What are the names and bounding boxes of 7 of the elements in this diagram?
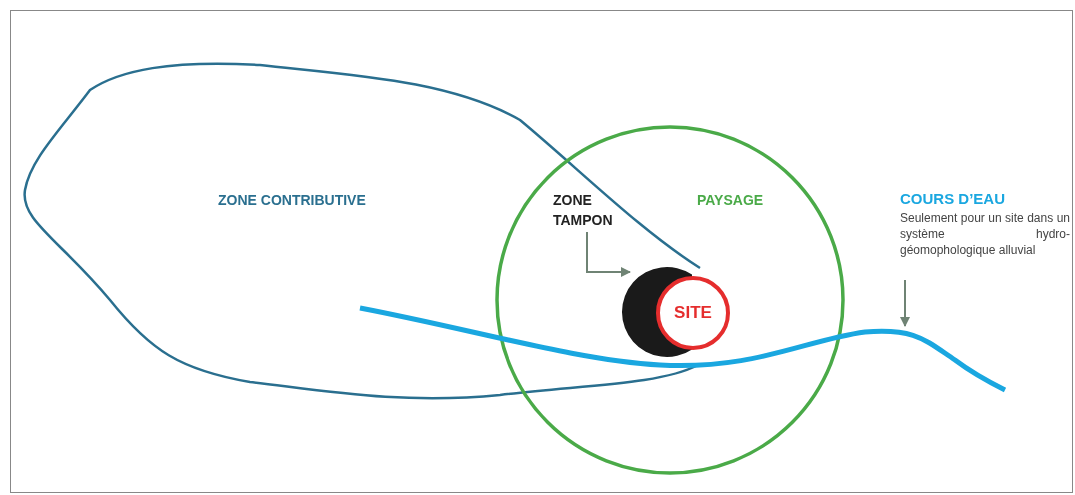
landscape-label: PAYSAGE: [697, 192, 764, 208]
buffer-label: ZONE TAMPON: [553, 190, 633, 230]
leader-arrow: [586, 231, 631, 277]
leader-arrow: [900, 279, 910, 327]
zone-label: ZONE CONTRIBUTIVE: [218, 192, 366, 208]
watercourse-label: COURS D’EAU: [900, 190, 1006, 207]
watercourse-note: Seulement pour un site dans un système hydro- géomophologique alluvial: [900, 210, 1070, 258]
